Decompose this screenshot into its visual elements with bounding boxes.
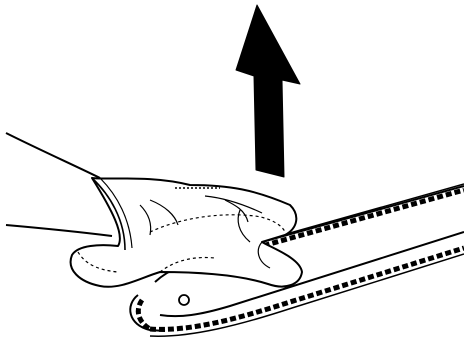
lift-up-arrow xyxy=(236,5,300,177)
bar-rivet xyxy=(179,295,189,305)
